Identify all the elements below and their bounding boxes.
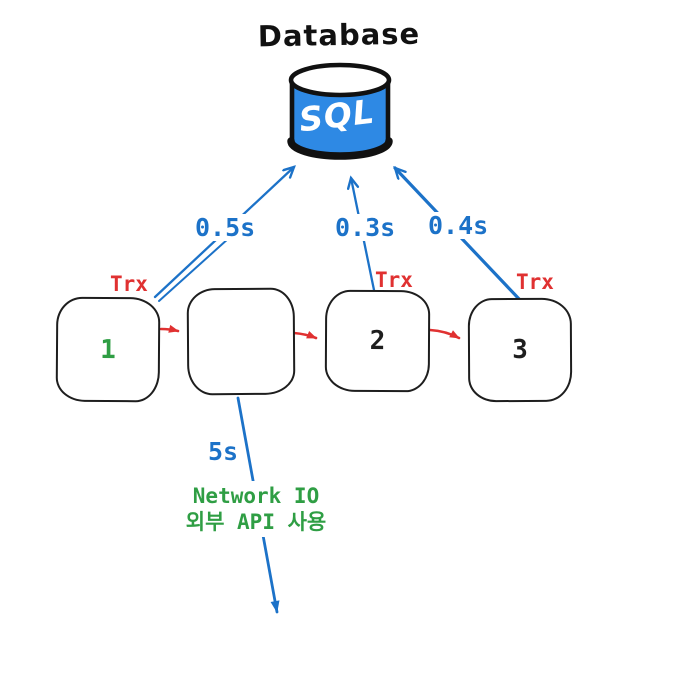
arrow-box1-to-box2 bbox=[159, 324, 180, 333]
box-digit: 1 bbox=[100, 334, 116, 365]
box-digit: 3 bbox=[512, 334, 528, 366]
box-digit: 2 bbox=[369, 325, 386, 357]
database-title: Database bbox=[257, 16, 421, 54]
db-sql-label: SQL bbox=[296, 91, 377, 140]
arrow-box2-to-box3 bbox=[292, 330, 318, 340]
trx-label-1: Trx bbox=[110, 272, 148, 296]
process-box-1: 1 bbox=[55, 296, 161, 403]
network-note-line2: 외부 API 사용 bbox=[185, 510, 327, 534]
network-note-line1: Network IO bbox=[192, 484, 320, 508]
trx-label-3: Trx bbox=[516, 270, 554, 294]
db-time-step2: 0.3s bbox=[333, 213, 398, 242]
db-cylinder-top bbox=[288, 62, 392, 98]
db-cylinder-bottom bbox=[287, 137, 393, 160]
arrow-step1-to-db-doublestroke bbox=[158, 237, 230, 302]
db-time-step1: 0.5s bbox=[193, 213, 258, 242]
db-time-step3: 0.4s bbox=[426, 211, 491, 240]
network-note: Network IO 외부 API 사용 bbox=[150, 481, 362, 537]
process-box-2: 2 bbox=[324, 289, 431, 393]
network-time-label: 5s bbox=[208, 437, 239, 466]
trx-label-2: Trx bbox=[375, 268, 413, 292]
db-cylinder bbox=[287, 62, 393, 160]
process-box-network bbox=[186, 287, 296, 396]
process-box-3: 3 bbox=[467, 297, 573, 403]
arrow-box3-to-box4 bbox=[428, 328, 461, 340]
